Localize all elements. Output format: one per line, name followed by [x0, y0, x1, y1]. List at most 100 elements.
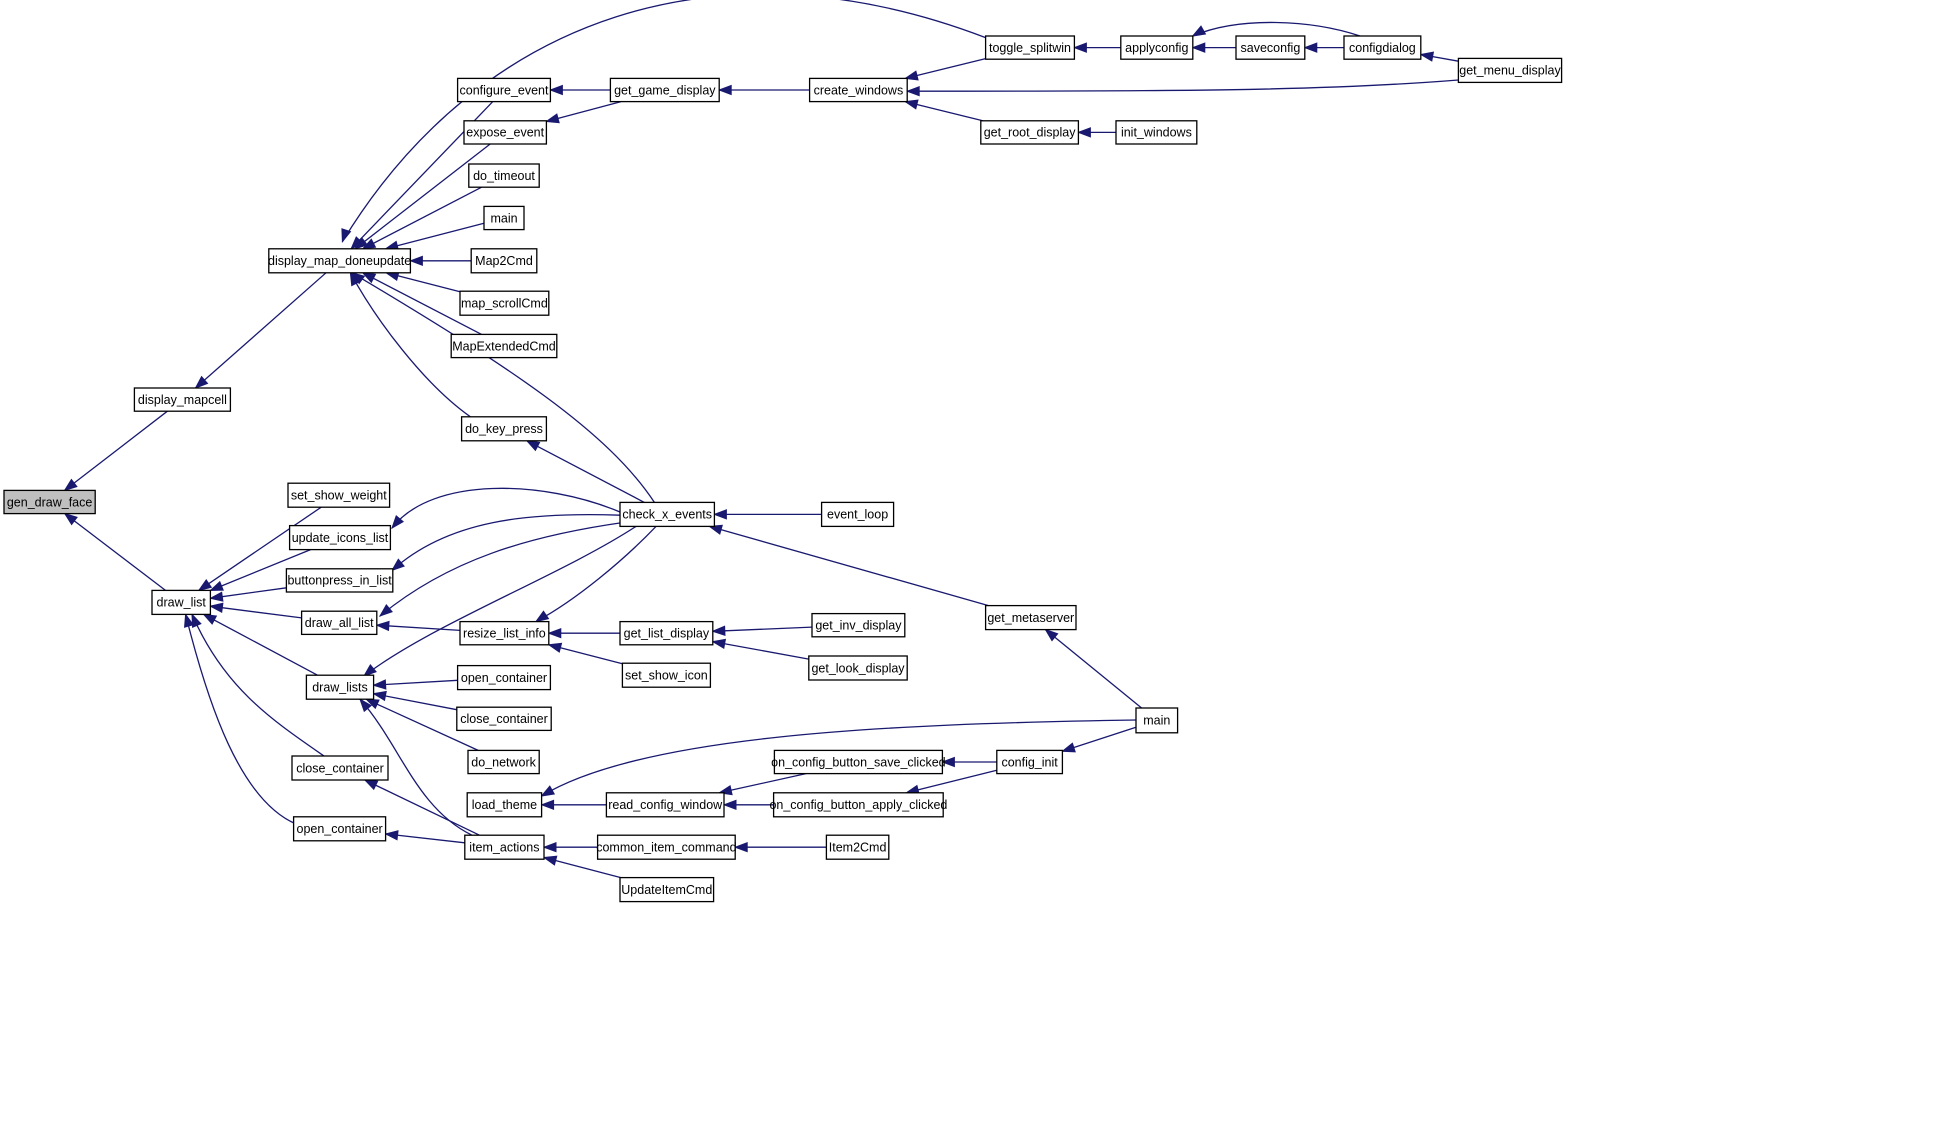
- edge-check_x_events-to-do_key_press: [525, 440, 645, 503]
- edge-check_x_events-to-update_icons_list: [391, 487, 621, 530]
- node-label: saveconfig: [1241, 41, 1301, 55]
- node-label: do_key_press: [465, 422, 543, 436]
- edge-configdialog-to-applyconfig: [1191, 21, 1361, 37]
- edge-display_map_doneupdate-to-display_mapcell: [194, 272, 327, 389]
- node-get_metaserver[interactable]: get_metaserver: [984, 604, 1077, 631]
- node-main_a[interactable]: main: [483, 205, 525, 231]
- edge-main_b-to-get_metaserver: [1044, 628, 1143, 709]
- node-Item2Cmd[interactable]: Item2Cmd: [825, 834, 890, 860]
- node-get_root_display[interactable]: get_root_display: [980, 120, 1080, 145]
- node-get_menu_display[interactable]: get_menu_display: [1457, 57, 1563, 84]
- edge-event_loop-to-check_x_events: [712, 509, 822, 520]
- node-do_key_press[interactable]: do_key_press: [460, 416, 548, 442]
- node-get_list_display[interactable]: get_list_display: [619, 620, 714, 646]
- edge-applyconfig-to-toggle_splitwin: [1072, 42, 1121, 53]
- node-applyconfig[interactable]: applyconfig: [1120, 35, 1194, 60]
- edge-item_actions-to-open_container_a: [384, 830, 465, 844]
- node-expose_event[interactable]: expose_event: [463, 120, 548, 145]
- node-resize_list_info[interactable]: resize_list_info: [459, 620, 550, 646]
- edge-get_game_display-to-configure_event: [548, 84, 611, 96]
- edge-do_timeout-to-display_map_doneupdate: [361, 186, 482, 250]
- node-config_init[interactable]: config_init: [996, 749, 1064, 775]
- node-event_loop[interactable]: event_loop: [820, 501, 895, 528]
- node-load_theme[interactable]: load_theme: [466, 792, 543, 818]
- node-common_item_command[interactable]: common_item_command: [596, 834, 737, 860]
- edge-UpdateItemCmd-to-item_actions: [542, 855, 621, 879]
- edge-check_x_events-to-resize_list_info: [534, 525, 657, 623]
- node-init_windows[interactable]: init_windows: [1115, 120, 1198, 145]
- node-display_mapcell[interactable]: display_mapcell: [133, 387, 232, 412]
- edge-item_actions-to-draw_lists: [359, 698, 473, 836]
- node-label: draw_all_list: [305, 616, 374, 630]
- node-check_x_events[interactable]: check_x_events: [619, 501, 716, 528]
- node-label: Map2Cmd: [475, 254, 533, 268]
- node-label: common_item_command: [596, 841, 736, 855]
- node-UpdateItemCmd[interactable]: UpdateItemCmd: [619, 876, 715, 903]
- node-get_look_display[interactable]: get_look_display: [808, 655, 908, 681]
- node-main_b[interactable]: main: [1135, 707, 1179, 734]
- node-close_container_a[interactable]: close_container: [291, 755, 389, 781]
- node-draw_all_list[interactable]: draw_all_list: [300, 610, 378, 636]
- node-display_map_doneupdate[interactable]: display_map_doneupdate: [268, 248, 411, 274]
- node-label: event_loop: [827, 508, 888, 522]
- node-saveconfig[interactable]: saveconfig: [1235, 35, 1306, 60]
- edge-get_game_display-to-expose_event: [545, 100, 622, 124]
- node-buttonpress_in_list[interactable]: buttonpress_in_list: [285, 568, 394, 593]
- edge-on_config_button_apply_clicked-to-read_config_window: [722, 799, 774, 811]
- node-gen_draw_face[interactable]: gen_draw_face: [3, 489, 96, 515]
- node-on_config_button_save_clicked[interactable]: on_config_button_save_clicked: [771, 749, 946, 775]
- edge-check_x_events-to-draw_lists: [362, 525, 637, 677]
- node-configure_event[interactable]: configure_event: [456, 77, 552, 103]
- node-close_container_b[interactable]: close_container: [456, 706, 552, 732]
- edge-toggle_splitwin-to-display_map_doneupdate: [341, 0, 986, 243]
- edge-common_item_command-to-item_actions: [542, 841, 598, 853]
- node-draw_list[interactable]: draw_list: [151, 589, 212, 616]
- node-label: gen_draw_face: [7, 495, 93, 509]
- node-map_scrollCmd[interactable]: map_scrollCmd: [459, 290, 550, 316]
- edge-main_b-to-load_theme: [540, 719, 1137, 797]
- node-label: buttonpress_in_list: [287, 574, 392, 588]
- node-label: set_show_weight: [291, 489, 387, 503]
- node-label: open_container: [461, 671, 547, 685]
- node-update_icons_list[interactable]: update_icons_list: [288, 524, 392, 551]
- node-create_windows[interactable]: create_windows: [808, 77, 908, 103]
- node-Map2Cmd[interactable]: Map2Cmd: [470, 248, 538, 274]
- node-label: main: [490, 211, 517, 225]
- node-MapExtendedCmd[interactable]: MapExtendedCmd: [450, 333, 558, 359]
- node-label: applyconfig: [1125, 41, 1188, 55]
- node-get_game_display[interactable]: get_game_display: [609, 77, 720, 103]
- edge-update_icons_list-to-draw_list: [209, 548, 311, 592]
- edge-do_network-to-draw_lists: [364, 698, 479, 751]
- node-label: main: [1143, 714, 1170, 728]
- node-label: get_inv_display: [815, 619, 902, 633]
- edge-expose_event-to-display_map_doneupdate: [353, 143, 491, 250]
- node-open_container_b[interactable]: open_container: [456, 664, 552, 691]
- edge-check_x_events-to-buttonpress_in_list: [390, 513, 621, 572]
- node-configdialog[interactable]: configdialog: [1343, 35, 1422, 60]
- edge-saveconfig-to-applyconfig: [1191, 42, 1236, 53]
- node-label: do_network: [471, 755, 536, 769]
- node-label: expose_event: [466, 126, 544, 140]
- edge-buttonpress_in_list-to-draw_list: [208, 587, 287, 602]
- node-label: configure_event: [460, 83, 549, 97]
- node-label: Item2Cmd: [829, 841, 887, 855]
- node-item_actions[interactable]: item_actions: [464, 834, 545, 860]
- edge-draw_lists-to-draw_list: [202, 613, 318, 676]
- node-draw_lists[interactable]: draw_lists: [305, 674, 375, 700]
- node-set_show_weight[interactable]: set_show_weight: [287, 482, 391, 508]
- node-toggle_splitwin[interactable]: toggle_splitwin: [984, 35, 1076, 60]
- node-do_network[interactable]: do_network: [467, 749, 540, 775]
- node-read_config_window[interactable]: read_config_window: [605, 792, 725, 818]
- node-label: display_map_doneupdate: [268, 254, 411, 268]
- edge-get_metaserver-to-check_x_events: [708, 524, 989, 607]
- node-label: MapExtendedCmd: [452, 339, 556, 353]
- node-on_config_button_apply_clicked[interactable]: on_config_button_apply_clicked: [769, 792, 947, 818]
- node-label: get_metaserver: [987, 611, 1074, 625]
- node-get_inv_display[interactable]: get_inv_display: [811, 612, 906, 638]
- node-label: check_x_events: [622, 508, 712, 522]
- node-do_timeout[interactable]: do_timeout: [468, 163, 540, 188]
- graph-nodes: gen_draw_face display_mapcell draw_list dis…: [3, 35, 1563, 903]
- node-open_container_a[interactable]: open_container: [292, 816, 387, 842]
- edge-get_inv_display-to-get_list_display: [711, 625, 813, 636]
- node-set_show_icon[interactable]: set_show_icon: [621, 662, 712, 688]
